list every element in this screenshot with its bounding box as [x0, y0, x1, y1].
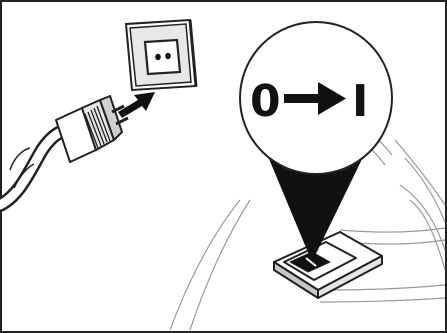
wall-socket-icon: [124, 18, 198, 92]
switch-callout: 0 I: [250, 76, 368, 127]
switch-off-symbol: 0: [250, 76, 281, 127]
insert-arrow-icon: [118, 92, 155, 118]
callout-pointer-icon: [239, 21, 393, 262]
switch-on-symbol: I: [352, 76, 368, 127]
power-switch-icon: [273, 231, 383, 299]
arrow-right-icon: [284, 82, 346, 115]
power-plug-icon: [0, 95, 129, 212]
